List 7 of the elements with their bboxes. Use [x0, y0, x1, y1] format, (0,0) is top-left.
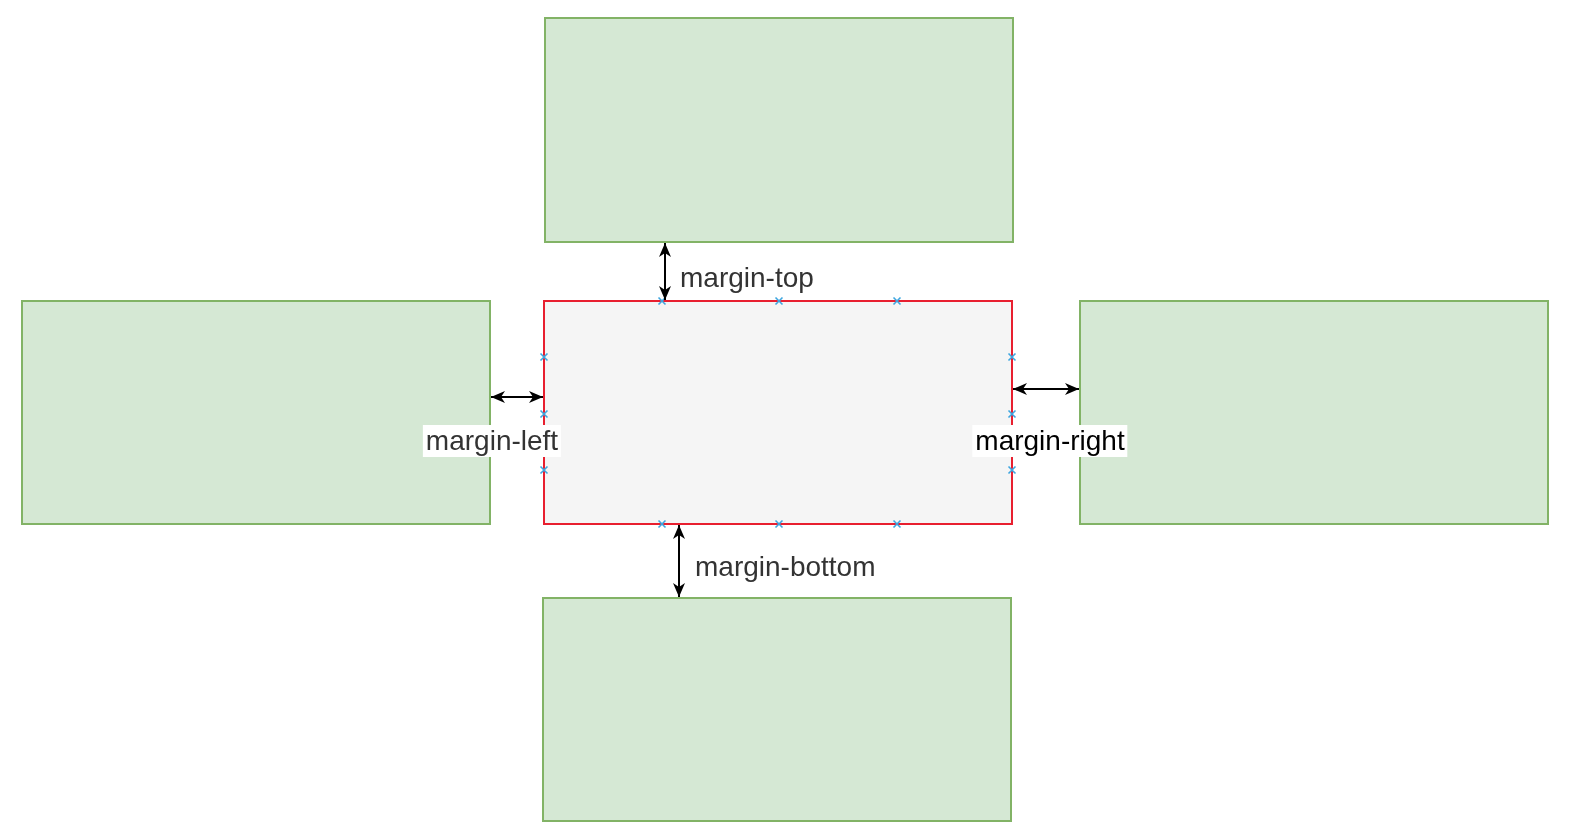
double-arrow	[1012, 383, 1080, 395]
edge-label: margin-left	[422, 425, 562, 457]
neighbor-box	[542, 597, 1012, 822]
double-arrow	[673, 524, 685, 598]
edge-label: margin-right	[972, 425, 1128, 457]
double-arrow	[490, 391, 544, 403]
neighbor-box	[544, 17, 1014, 243]
